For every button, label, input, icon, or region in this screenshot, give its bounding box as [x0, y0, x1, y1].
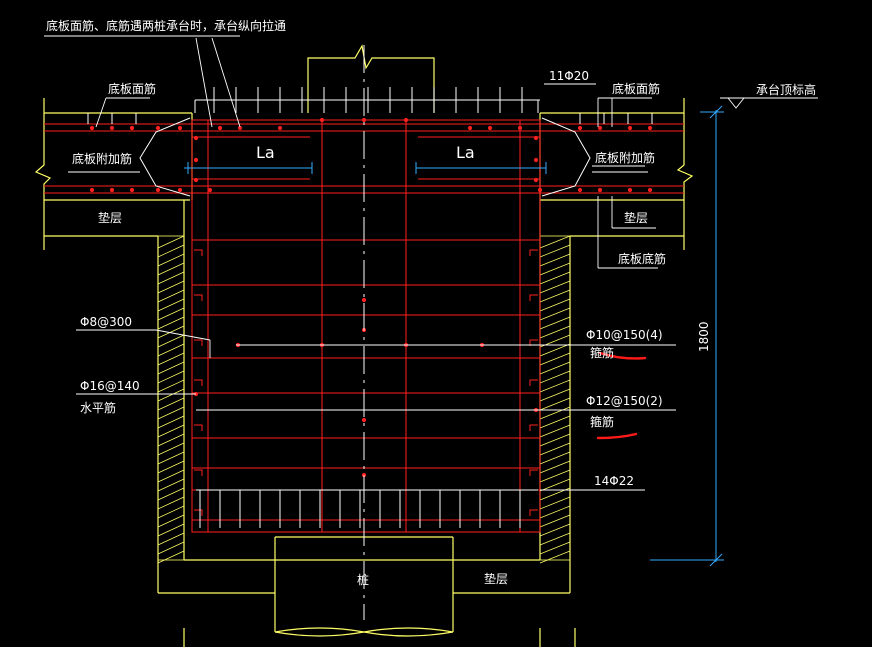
slab-additional-right-label: 底板附加筋 — [595, 150, 655, 165]
slab-top-left-label: 底板面筋 — [108, 81, 156, 96]
dimensions — [184, 105, 724, 567]
slab-bottom-right-label: 底板底筋 — [618, 251, 666, 266]
la-right-label: La — [456, 143, 475, 162]
cap-top-elevation-label: 承台顶标高 — [756, 82, 816, 97]
cushion-left-label: 垫层 — [98, 210, 122, 225]
tie-lower-spec-label: Φ12@150(2) — [586, 394, 663, 408]
leader-lines — [44, 35, 818, 491]
slab-additional-left-label: 底板附加筋 — [72, 151, 132, 166]
slab-top-right-label: 底板面筋 — [612, 81, 660, 96]
top-rebar-count-label: 11Φ20 — [549, 69, 589, 83]
la-left-label: La — [256, 143, 275, 162]
pile-label: 桩 — [357, 572, 369, 587]
white-rebar — [87, 45, 653, 620]
stirrup-spec-label: Φ8@300 — [80, 315, 132, 329]
horizontal-name-label: 水平筋 — [80, 400, 116, 415]
top-note-label: 底板面筋、底筋遇两桩承台时，承台纵向拉通 — [46, 18, 286, 33]
markup-underlines — [596, 351, 647, 440]
horizontal-spec-label: Φ16@140 — [80, 379, 140, 393]
tie-lower-name-label: 箍筋 — [590, 414, 614, 429]
depth-dimension-label: 1800 — [697, 321, 711, 352]
cushion-bottom-label: 垫层 — [484, 571, 508, 586]
bottom-rebar-count-label: 14Φ22 — [594, 474, 634, 488]
tie-upper-name-label: 箍筋 — [590, 345, 614, 360]
tie-upper-spec-label: Φ10@150(4) — [586, 328, 663, 342]
cushion-right-label: 垫层 — [624, 210, 648, 225]
side-wall-hatch — [157, 235, 571, 564]
